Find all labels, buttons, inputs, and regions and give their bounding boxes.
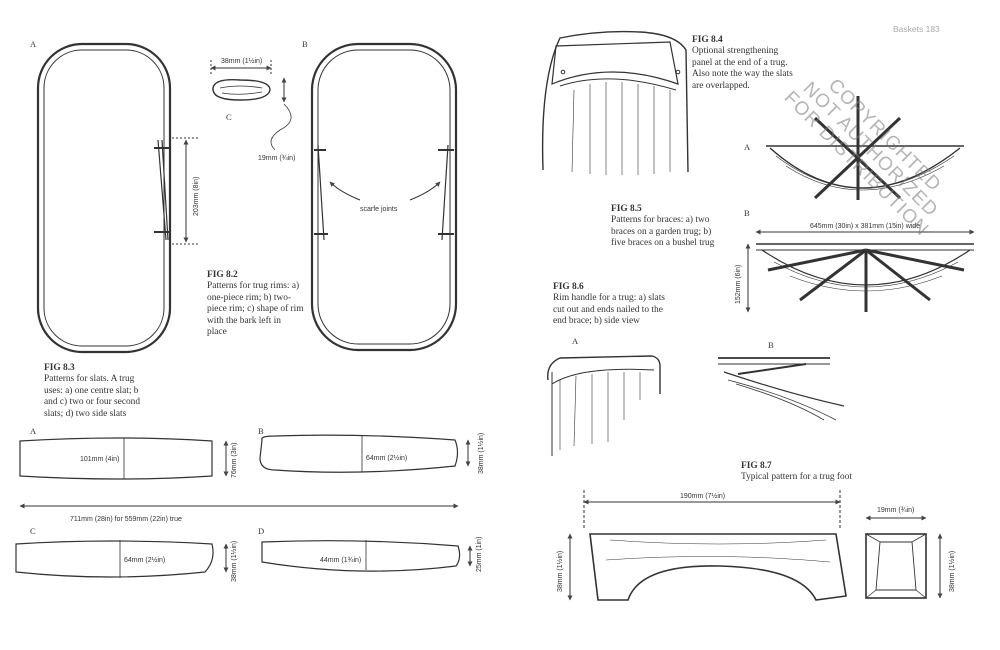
foot-drawing — [567, 490, 943, 601]
slat-c-drawing — [15, 540, 229, 578]
slat-a-height-label: 76mm (3in) — [231, 443, 238, 478]
fig85-letter-a: A — [744, 142, 751, 152]
fig83-letter-b: B — [258, 426, 264, 436]
slat-b-width-label: 64mm (2½in) — [366, 454, 407, 462]
fig82-letter-b: B — [302, 39, 308, 49]
fig84-caption: FIG 8.4 Optional strengthening panel at … — [692, 35, 822, 92]
foot-height-right-label: 38mm (1½in) — [948, 551, 956, 592]
handle-a-drawing — [547, 355, 661, 456]
fig86-title: FIG 8.6 — [553, 282, 584, 292]
fig83-letter-d: D — [258, 526, 264, 536]
brace-height-label: 152mm (6in) — [735, 265, 742, 304]
slat-d-drawing — [261, 540, 473, 572]
fig82-caption: FIG 8.2 Patterns for trug rims: a) one-p… — [207, 270, 327, 338]
rim-c-drawing — [210, 60, 292, 151]
slat-d-width-label: 44mm (1¾in) — [320, 557, 361, 564]
handle-b-drawing — [718, 357, 845, 421]
fig86-letter-b: B — [768, 340, 774, 350]
fig82-letter-a: A — [30, 39, 37, 49]
end-panel-drawing — [541, 30, 689, 175]
fig82-text: Patterns for trug rims: a) one-piece rim… — [207, 281, 304, 338]
fig83-letter-c: C — [30, 526, 36, 536]
brace-b-drawing — [745, 229, 975, 313]
fig85-title: FIG 8.5 — [611, 204, 642, 214]
rim-a-drawing — [36, 42, 198, 354]
slat-a-width-label: 101mm (4in) — [80, 456, 119, 463]
slat-length-label: 711mm (28in) for 559mm (22in) true — [70, 516, 182, 523]
fig85-letter-b: B — [744, 208, 750, 218]
rim-b-drawing — [310, 42, 458, 352]
slat-c-width-label: 64mm (2½in) — [124, 556, 165, 564]
slat-a-drawing — [19, 437, 229, 480]
fig82-title: FIG 8.2 — [207, 270, 238, 280]
slat-b-drawing — [259, 434, 471, 473]
scarfe-joints-label: scarfe joints — [360, 206, 398, 213]
foot-depth-label: 19mm (¾in) — [877, 507, 914, 514]
fig85-caption: FIG 8.5 Patterns for braces: a) two brac… — [611, 204, 741, 250]
fig83-text: Patterns for slats. A trug uses: a) one … — [44, 374, 141, 419]
rim-length-label: 203mm (8in) — [193, 177, 200, 216]
slat-b-height-label: 38mm (1½in) — [477, 433, 485, 474]
fig83-caption: FIG 8.3 Patterns for slats. A trug uses:… — [44, 363, 174, 420]
rim-width-label: 38mm (1½in) — [221, 57, 262, 65]
foot-length-label: 190mm (7½in) — [680, 492, 725, 500]
slat-d-height-label: 25mm (1in) — [476, 537, 483, 572]
fig83-title: FIG 8.3 — [44, 363, 75, 373]
brace-span-label: 645mm (30in) x 381mm (15in) wide — [810, 223, 920, 230]
fig84-text: Optional strengthening panel at the end … — [692, 46, 793, 91]
fig83-letter-a: A — [30, 426, 37, 436]
fig82-letter-c: C — [226, 112, 232, 122]
running-head: Baskets 183 — [893, 24, 940, 34]
slat-c-height-label: 38mm (1½in) — [230, 541, 238, 582]
rim-thickness-label: 19mm (¾in) — [258, 155, 295, 162]
fig87-text: Typical pattern for a trug foot — [741, 472, 853, 483]
brace-a-drawing — [766, 96, 964, 200]
fig86-caption: FIG 8.6 Rim handle for a trug: a) slats … — [553, 282, 713, 328]
foot-height-left-label: 38mm (1½in) — [556, 551, 564, 592]
fig87-title: FIG 8.7 — [741, 461, 772, 471]
fig86-letter-a: A — [572, 336, 579, 346]
fig86-text: Rim handle for a trug: a) slats cut out … — [553, 293, 665, 327]
fig84-title: FIG 8.4 — [692, 35, 723, 45]
fig85-text: Patterns for braces: a) two braces on a … — [611, 215, 715, 249]
fig87-caption: FIG 8.7 Typical pattern for a trug foot — [741, 461, 901, 484]
